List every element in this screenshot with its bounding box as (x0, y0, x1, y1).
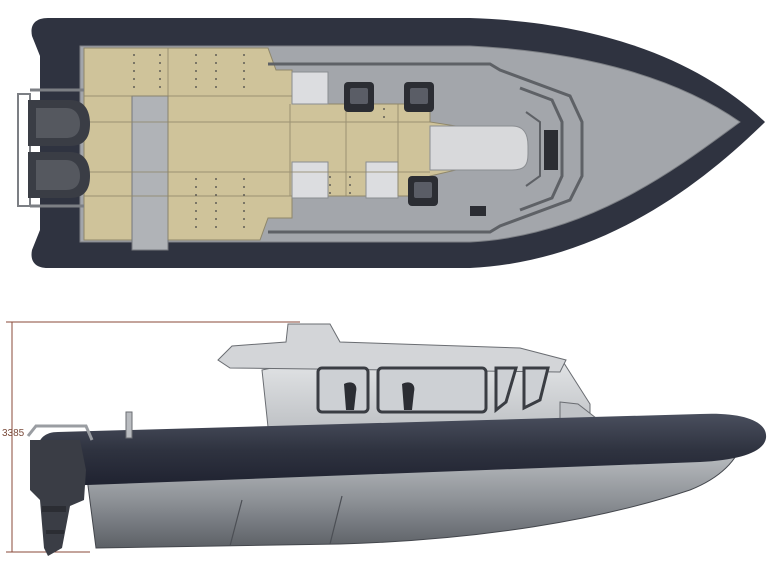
seat-highlight (350, 88, 432, 198)
plan-dash-2 (470, 206, 486, 216)
profile-antenna (125, 411, 133, 439)
side-view: 3385 (2, 321, 767, 556)
plan-windshield-inner (525, 111, 541, 187)
height-dimension-label: 3385 (2, 428, 25, 439)
plan-box-3 (365, 161, 399, 199)
plan-console (429, 125, 529, 171)
plan-box-2 (291, 161, 329, 199)
plan-cabin-frame (268, 62, 584, 234)
profile-hardtop (217, 323, 567, 373)
outboard-engine-icon (17, 88, 90, 208)
plan-windshield (519, 86, 564, 212)
plan-transom-box (131, 95, 169, 251)
plan-dash-1 (544, 130, 558, 170)
outboard-engine-icon (30, 440, 86, 556)
top-view (17, 18, 765, 268)
profile-stern-rail (26, 424, 94, 441)
plan-deck-fasteners (133, 54, 385, 232)
plan-box-1 (291, 71, 329, 105)
plan-deck-grid (84, 48, 430, 240)
profile-hull-panels (229, 495, 343, 547)
profile-tube (37, 413, 767, 486)
profile-seat-icon (344, 382, 415, 410)
